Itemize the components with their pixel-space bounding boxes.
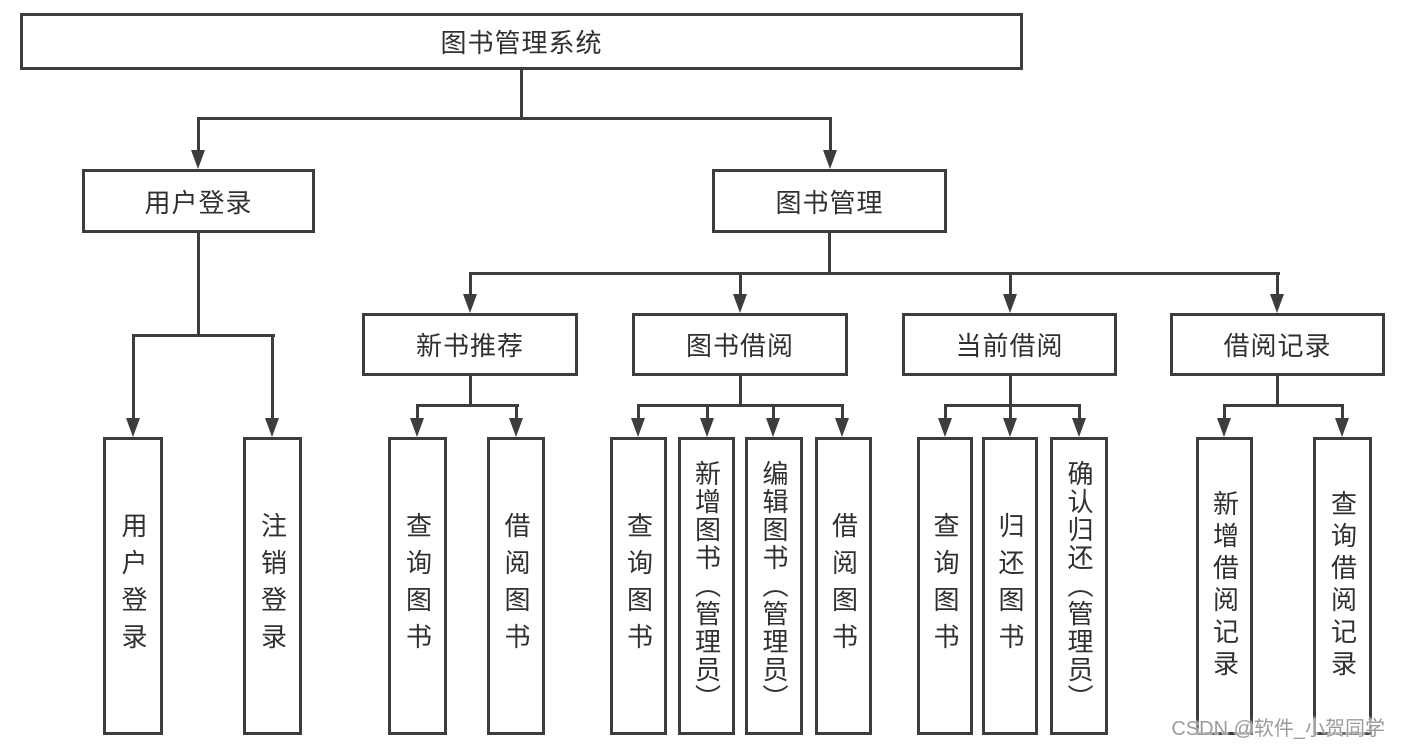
connector-line <box>739 272 742 296</box>
leaf-user-login-label: 用户登录 <box>118 512 148 660</box>
leaf-confirm-return-admin-label: 确认归还（管理员） <box>1064 460 1094 712</box>
connector-line <box>1276 272 1279 296</box>
arrow-down <box>265 418 279 437</box>
arrow-down <box>1335 418 1349 437</box>
connector-line <box>469 272 472 296</box>
arrow-down <box>126 418 140 437</box>
leaf-borrow-books-label: 借阅图书 <box>828 512 859 660</box>
connector-line <box>515 404 518 421</box>
connector-line <box>1341 404 1344 421</box>
node-current-borrowing: 当前借阅 <box>902 313 1117 376</box>
connector-line <box>637 404 844 407</box>
connector-line <box>469 272 1280 275</box>
node-root: 图书管理系统 <box>20 13 1023 70</box>
arrow-down <box>1072 418 1086 437</box>
connector-line <box>1223 404 1226 421</box>
connector-line <box>1009 272 1012 296</box>
leaf-query-books-recommend: 查询图书 <box>388 437 447 735</box>
leaf-borrow-books-recommend-label: 借阅图书 <box>501 512 531 660</box>
leaf-query-books-recommend-label: 查询图书 <box>402 512 433 660</box>
node-borrowing-records: 借阅记录 <box>1170 313 1385 376</box>
connector-line <box>416 404 519 407</box>
connector-line <box>706 404 709 421</box>
leaf-borrow-books-recommend: 借阅图书 <box>487 437 545 735</box>
connector-line <box>520 70 523 118</box>
connector-line <box>944 404 947 421</box>
node-book-management: 图书管理 <box>712 169 947 233</box>
connector-line <box>197 117 200 153</box>
node-current-borrowing-label: 当前借阅 <box>955 331 1064 361</box>
leaf-add-book-admin-label: 新增图书（管理员） <box>691 460 722 712</box>
leaf-query-borrow-record-label: 查询借阅记录 <box>1327 490 1358 682</box>
arrow-down <box>463 294 477 313</box>
connector-line <box>841 404 844 421</box>
arrow-down <box>1270 294 1284 313</box>
leaf-add-borrow-record: 新增借阅记录 <box>1196 437 1253 735</box>
node-book-borrowing: 图书借阅 <box>632 313 848 376</box>
leaf-query-borrow-record: 查询借阅记录 <box>1313 437 1372 735</box>
arrow-down <box>1217 418 1231 437</box>
leaf-query-books-current-label: 查询图书 <box>930 512 960 660</box>
leaf-add-book-admin: 新增图书（管理员） <box>678 437 735 735</box>
leaf-edit-book-admin: 编辑图书（管理员） <box>745 437 803 735</box>
node-book-borrowing-label: 图书借阅 <box>685 331 794 361</box>
node-borrowing-records-label: 借阅记录 <box>1223 331 1332 361</box>
leaf-query-books-current: 查询图书 <box>917 437 973 735</box>
node-book-management-label: 图书管理 <box>775 187 884 218</box>
arrow-down <box>1003 294 1017 313</box>
node-user-login: 用户登录 <box>82 169 315 233</box>
arrow-down <box>1003 418 1017 437</box>
leaf-query-books-borrow: 查询图书 <box>610 437 667 735</box>
leaf-return-book: 归还图书 <box>982 437 1038 735</box>
arrow-down <box>835 418 849 437</box>
leaf-user-login: 用户登录 <box>103 437 163 735</box>
arrow-down <box>823 150 837 169</box>
leaf-logout-label: 注销登录 <box>257 512 288 660</box>
csdn-watermark: CSDN @软件_小贺同学 <box>1171 718 1385 740</box>
connector-line <box>132 334 275 337</box>
connector-line <box>637 404 640 421</box>
node-root-label: 图书管理系统 <box>440 28 603 58</box>
arrow-down <box>700 418 714 437</box>
connector-line <box>739 376 742 407</box>
connector-line <box>197 233 200 337</box>
node-new-book-recommend-label: 新书推荐 <box>415 331 524 361</box>
leaf-confirm-return-admin: 确认归还（管理员） <box>1050 437 1108 735</box>
arrow-down <box>766 418 780 437</box>
connector-line <box>944 404 1081 407</box>
node-new-book-recommend: 新书推荐 <box>362 313 578 376</box>
connector-line <box>271 334 274 420</box>
connector-line <box>772 404 775 421</box>
connector-line <box>132 334 135 420</box>
arrow-down <box>410 418 424 437</box>
connector-line <box>197 117 832 120</box>
connector-line <box>1009 404 1012 421</box>
arrow-down <box>733 294 747 313</box>
connector-line <box>469 376 472 407</box>
arrow-down <box>509 418 523 437</box>
connector-line <box>416 404 419 421</box>
leaf-edit-book-admin-label: 编辑图书（管理员） <box>759 460 789 712</box>
arrow-down <box>631 418 645 437</box>
connector-line <box>1276 376 1279 407</box>
arrow-down <box>191 150 205 169</box>
leaf-return-book-label: 归还图书 <box>995 512 1025 660</box>
connector-line <box>829 117 832 153</box>
leaf-add-borrow-record-label: 新增借阅记录 <box>1209 490 1240 682</box>
leaf-logout: 注销登录 <box>243 437 302 735</box>
connector-line <box>1078 404 1081 421</box>
arrow-down <box>938 418 952 437</box>
connector-line <box>828 233 831 275</box>
connector-line <box>1009 376 1012 407</box>
leaf-query-books-borrow-label: 查询图书 <box>623 512 654 660</box>
connector-line <box>1223 404 1344 407</box>
node-user-login-label: 用户登录 <box>144 187 253 218</box>
leaf-borrow-books: 借阅图书 <box>815 437 872 735</box>
